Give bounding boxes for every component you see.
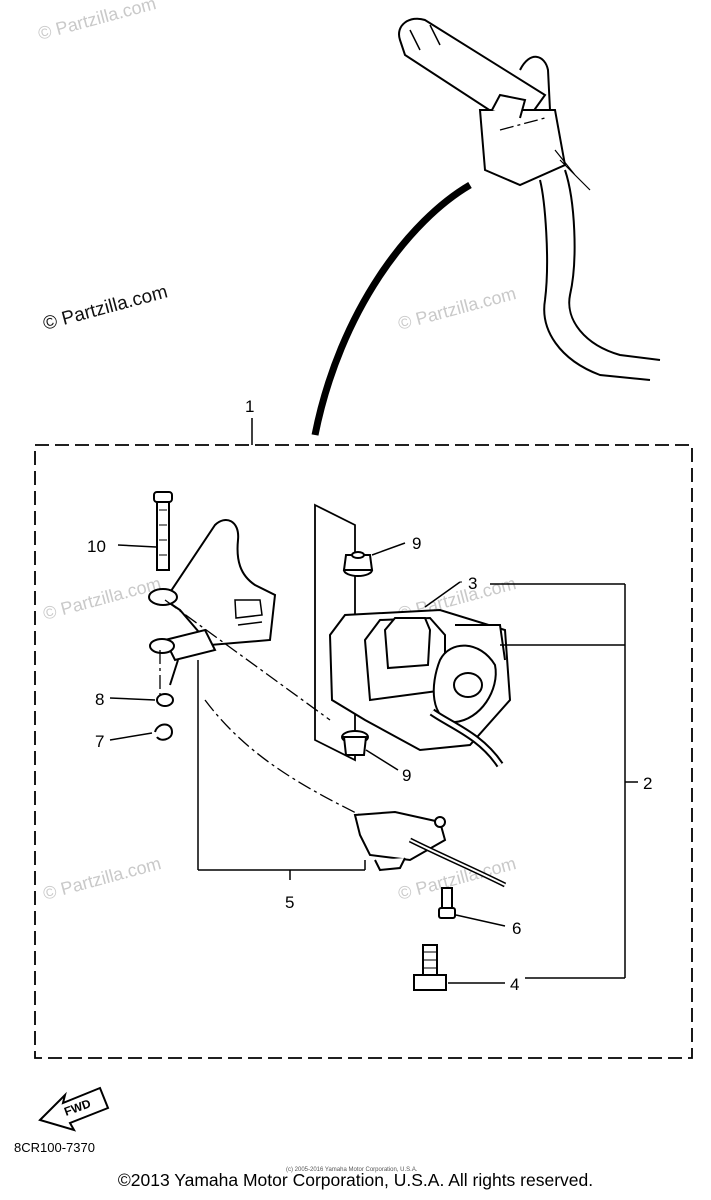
callout-2-bracket (490, 583, 638, 979)
callout-6: 6 (512, 919, 521, 938)
part-7-clip (154, 723, 174, 741)
mounting-plate (314, 503, 356, 762)
part-4-bolt (413, 944, 447, 991)
lever-bracket (148, 519, 277, 686)
part-5-kill-switch (353, 810, 507, 888)
guide-lines (159, 117, 546, 821)
part-9-grommet-bottom (341, 730, 369, 756)
copyright: ©2013 Yamaha Motor Corporation, U.S.A. A… (117, 1170, 594, 1190)
throttle-cable (311, 181, 472, 436)
small-print: (c) 2005-2016 Yamaha Motor Corporation, … (286, 1167, 418, 1173)
part-3-switch-housing (328, 608, 512, 768)
callout-7: 7 (95, 732, 104, 751)
callout-1: 1 (245, 397, 254, 416)
callout-4: 4 (510, 975, 519, 994)
callout-9-top: 9 (412, 534, 421, 553)
callout-3: 3 (468, 574, 477, 593)
handlebar-illustration (398, 17, 661, 381)
watermark: © Partzilla.com (36, 0, 158, 44)
callout-2: 2 (643, 774, 652, 793)
watermark: © Partzilla.com (41, 853, 163, 904)
callout-8: 8 (95, 690, 104, 709)
fwd-arrow-icon: FWD (38, 1086, 110, 1132)
callout-10: 10 (87, 537, 106, 556)
callout-5: 5 (285, 893, 294, 912)
part-9-grommet-top (342, 551, 374, 577)
assembly-boundary (34, 444, 693, 1059)
part-8-washer (156, 693, 174, 707)
part-code: 8CR100-7370 (14, 1140, 95, 1155)
watermarks: © Partzilla.com © Partzilla.com © Partzi… (36, 0, 518, 904)
watermark: © Partzilla.com (396, 283, 518, 334)
watermark-main: © Partzilla.com (41, 281, 170, 334)
watermark: © Partzilla.com (41, 573, 163, 624)
part-6-screw (438, 887, 456, 919)
part-10-bolt (153, 491, 173, 571)
callout-9-bottom: 9 (402, 766, 411, 785)
callout-5-bracket (197, 660, 366, 880)
